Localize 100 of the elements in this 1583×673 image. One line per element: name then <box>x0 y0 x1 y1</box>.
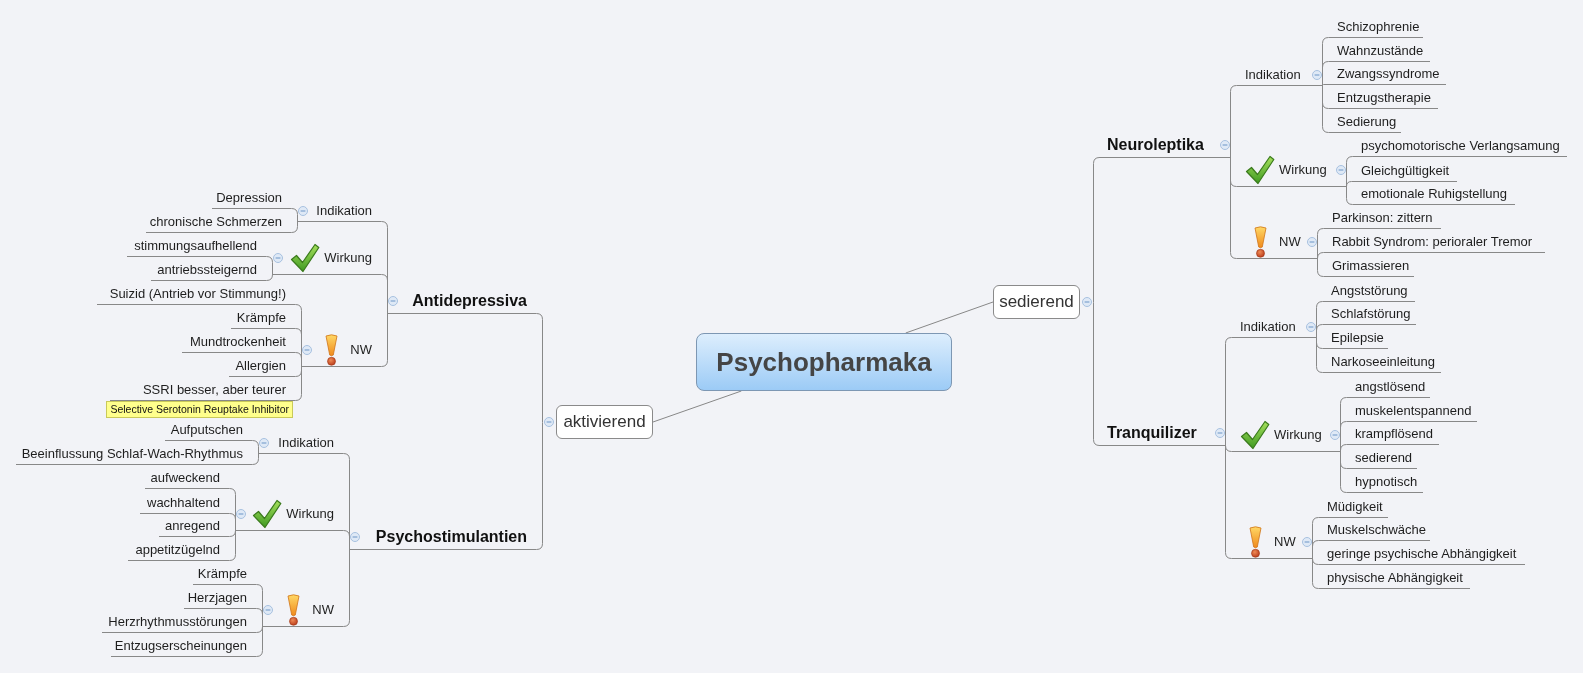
topic-label: Muskelschwäche <box>1327 521 1426 537</box>
connector-line <box>265 274 273 281</box>
topic-label: Entzugstherapie <box>1337 89 1431 105</box>
topic-label: physische Abhängigkeit <box>1327 569 1463 585</box>
topic-label: Wirkung <box>1279 162 1327 177</box>
connector-line <box>251 453 259 465</box>
topic-label: krampflösend <box>1355 425 1434 441</box>
topic-label: Psychostimulantien <box>375 527 527 546</box>
topic-label: sedierend <box>1355 449 1413 465</box>
topic-label: Herzrhythmusstörungen <box>108 613 247 629</box>
topic-label: Krämpfe <box>236 309 286 325</box>
connector-line <box>1317 258 1325 277</box>
topic-label: NW <box>312 602 334 617</box>
connector-line <box>1317 252 1325 259</box>
topic-label: Mundtrockenheit <box>189 333 286 349</box>
topic-label: Wirkung <box>324 250 372 265</box>
central-topic-label: Psychopharmaka <box>716 346 932 378</box>
subtopic <box>1232 418 1341 452</box>
topic-label: Indikation <box>316 203 372 218</box>
topic-label: Neuroleptika <box>1107 135 1204 154</box>
topic-label: sedierend <box>999 292 1074 312</box>
topic-label: Suizid (Antrieb vor Stimmung!) <box>109 285 286 301</box>
subtopic <box>1237 225 1318 259</box>
connector-line <box>1340 451 1348 493</box>
topic-label: NW <box>1279 234 1301 249</box>
topic-label: Herzjagen <box>187 589 247 605</box>
note-label: Selective Serotonin Reuptake Inhibitor <box>106 401 293 418</box>
connector-line <box>535 313 543 423</box>
central-topic <box>696 333 952 391</box>
connector-line <box>905 301 994 334</box>
topic-label: muskelentspannend <box>1355 402 1472 418</box>
topic-label: wachhaltend <box>147 494 220 510</box>
topic-label: Schizophrenie <box>1337 18 1420 34</box>
topic-label: Depression <box>216 189 282 205</box>
connector-line <box>1312 558 1320 565</box>
connector-line <box>1346 181 1354 187</box>
topic-label: Indikation <box>1240 319 1296 334</box>
topic-label: Allergien <box>235 357 286 373</box>
topic-label: Wahnzustände <box>1337 42 1424 58</box>
topic-label: anregend <box>165 517 220 533</box>
topic-label: emotionale Ruhigstellung <box>1361 185 1507 201</box>
topic-label: Müdigkeit <box>1327 498 1383 514</box>
topic-label: Zwangssyndrome <box>1337 65 1440 81</box>
connector-line <box>255 626 263 633</box>
connector-line <box>1093 302 1100 446</box>
connector-line <box>228 530 236 561</box>
topic-label: hypnotisch <box>1355 473 1418 489</box>
connector-line <box>1225 445 1233 452</box>
subtopic <box>272 241 381 275</box>
topic-label: Narkoseeinleitung <box>1331 353 1436 369</box>
connector-line <box>1312 558 1320 589</box>
topic-label: Angststörung <box>1331 282 1408 298</box>
topic-label: Krämpfe <box>197 565 247 581</box>
topic-label: Antidepressiva <box>412 291 527 310</box>
topic-label: geringe psychische Abhängigkeit <box>1327 545 1517 561</box>
connector-line <box>228 530 236 537</box>
connector-line <box>535 422 543 550</box>
connector-line <box>1093 157 1100 303</box>
connector-line <box>1340 444 1348 452</box>
topic-label: Aufputschen <box>170 421 243 437</box>
connector-line <box>380 313 388 367</box>
topic-label: Parkinson: zittern <box>1332 209 1433 225</box>
connector-line <box>1346 186 1354 205</box>
subtopic <box>1232 525 1313 559</box>
topic-label: Wirkung <box>286 506 334 521</box>
topic-label: Grimassieren <box>1332 257 1410 273</box>
topic-label: Beeinflussung Schlaf-Wach-Rhythmus <box>21 445 243 461</box>
subtopic <box>301 333 381 367</box>
subtopic <box>235 497 343 531</box>
connector-line <box>1322 85 1330 133</box>
topic-label: Indikation <box>278 435 334 450</box>
connector-line <box>294 352 302 367</box>
topic-label: angstlösend <box>1355 378 1426 394</box>
connector-line <box>1230 85 1238 158</box>
topic-label: Indikation <box>1245 67 1301 82</box>
connector-line <box>1230 157 1238 259</box>
connector-line <box>290 208 298 222</box>
subtopic <box>262 593 343 627</box>
connector-line <box>1225 337 1233 446</box>
connector-line <box>342 549 350 627</box>
topic-label: psychomotorische Verlangsamung <box>1361 137 1560 153</box>
topic-label: antriebssteigernd <box>157 261 257 277</box>
topic-label: Gleichgültigkeit <box>1361 162 1450 178</box>
subtopic <box>1237 153 1347 187</box>
topic-label: SSRI besser, aber teurer <box>142 381 286 397</box>
topic-label: Entzugserscheinungen <box>114 637 247 653</box>
topic-label: Schlafstörung <box>1331 305 1411 321</box>
connector-line <box>1225 445 1233 559</box>
topic-label: Wirkung <box>1274 427 1322 442</box>
topic-label: stimmungsaufhellend <box>134 237 257 253</box>
topic-label: Tranquilizer <box>1107 423 1197 442</box>
topic-label: chronische Schmerzen <box>149 213 282 229</box>
connector-line <box>1322 84 1330 86</box>
connector-line <box>265 256 273 275</box>
connector-line <box>652 390 742 423</box>
topic-label: NW <box>1274 534 1296 549</box>
topic-label: Sedierung <box>1337 113 1397 129</box>
connector-line <box>255 626 263 657</box>
topic-label: Rabbit Syndrom: perioraler Tremor <box>1332 233 1533 249</box>
topic-label: appetitzügelnd <box>135 541 220 557</box>
